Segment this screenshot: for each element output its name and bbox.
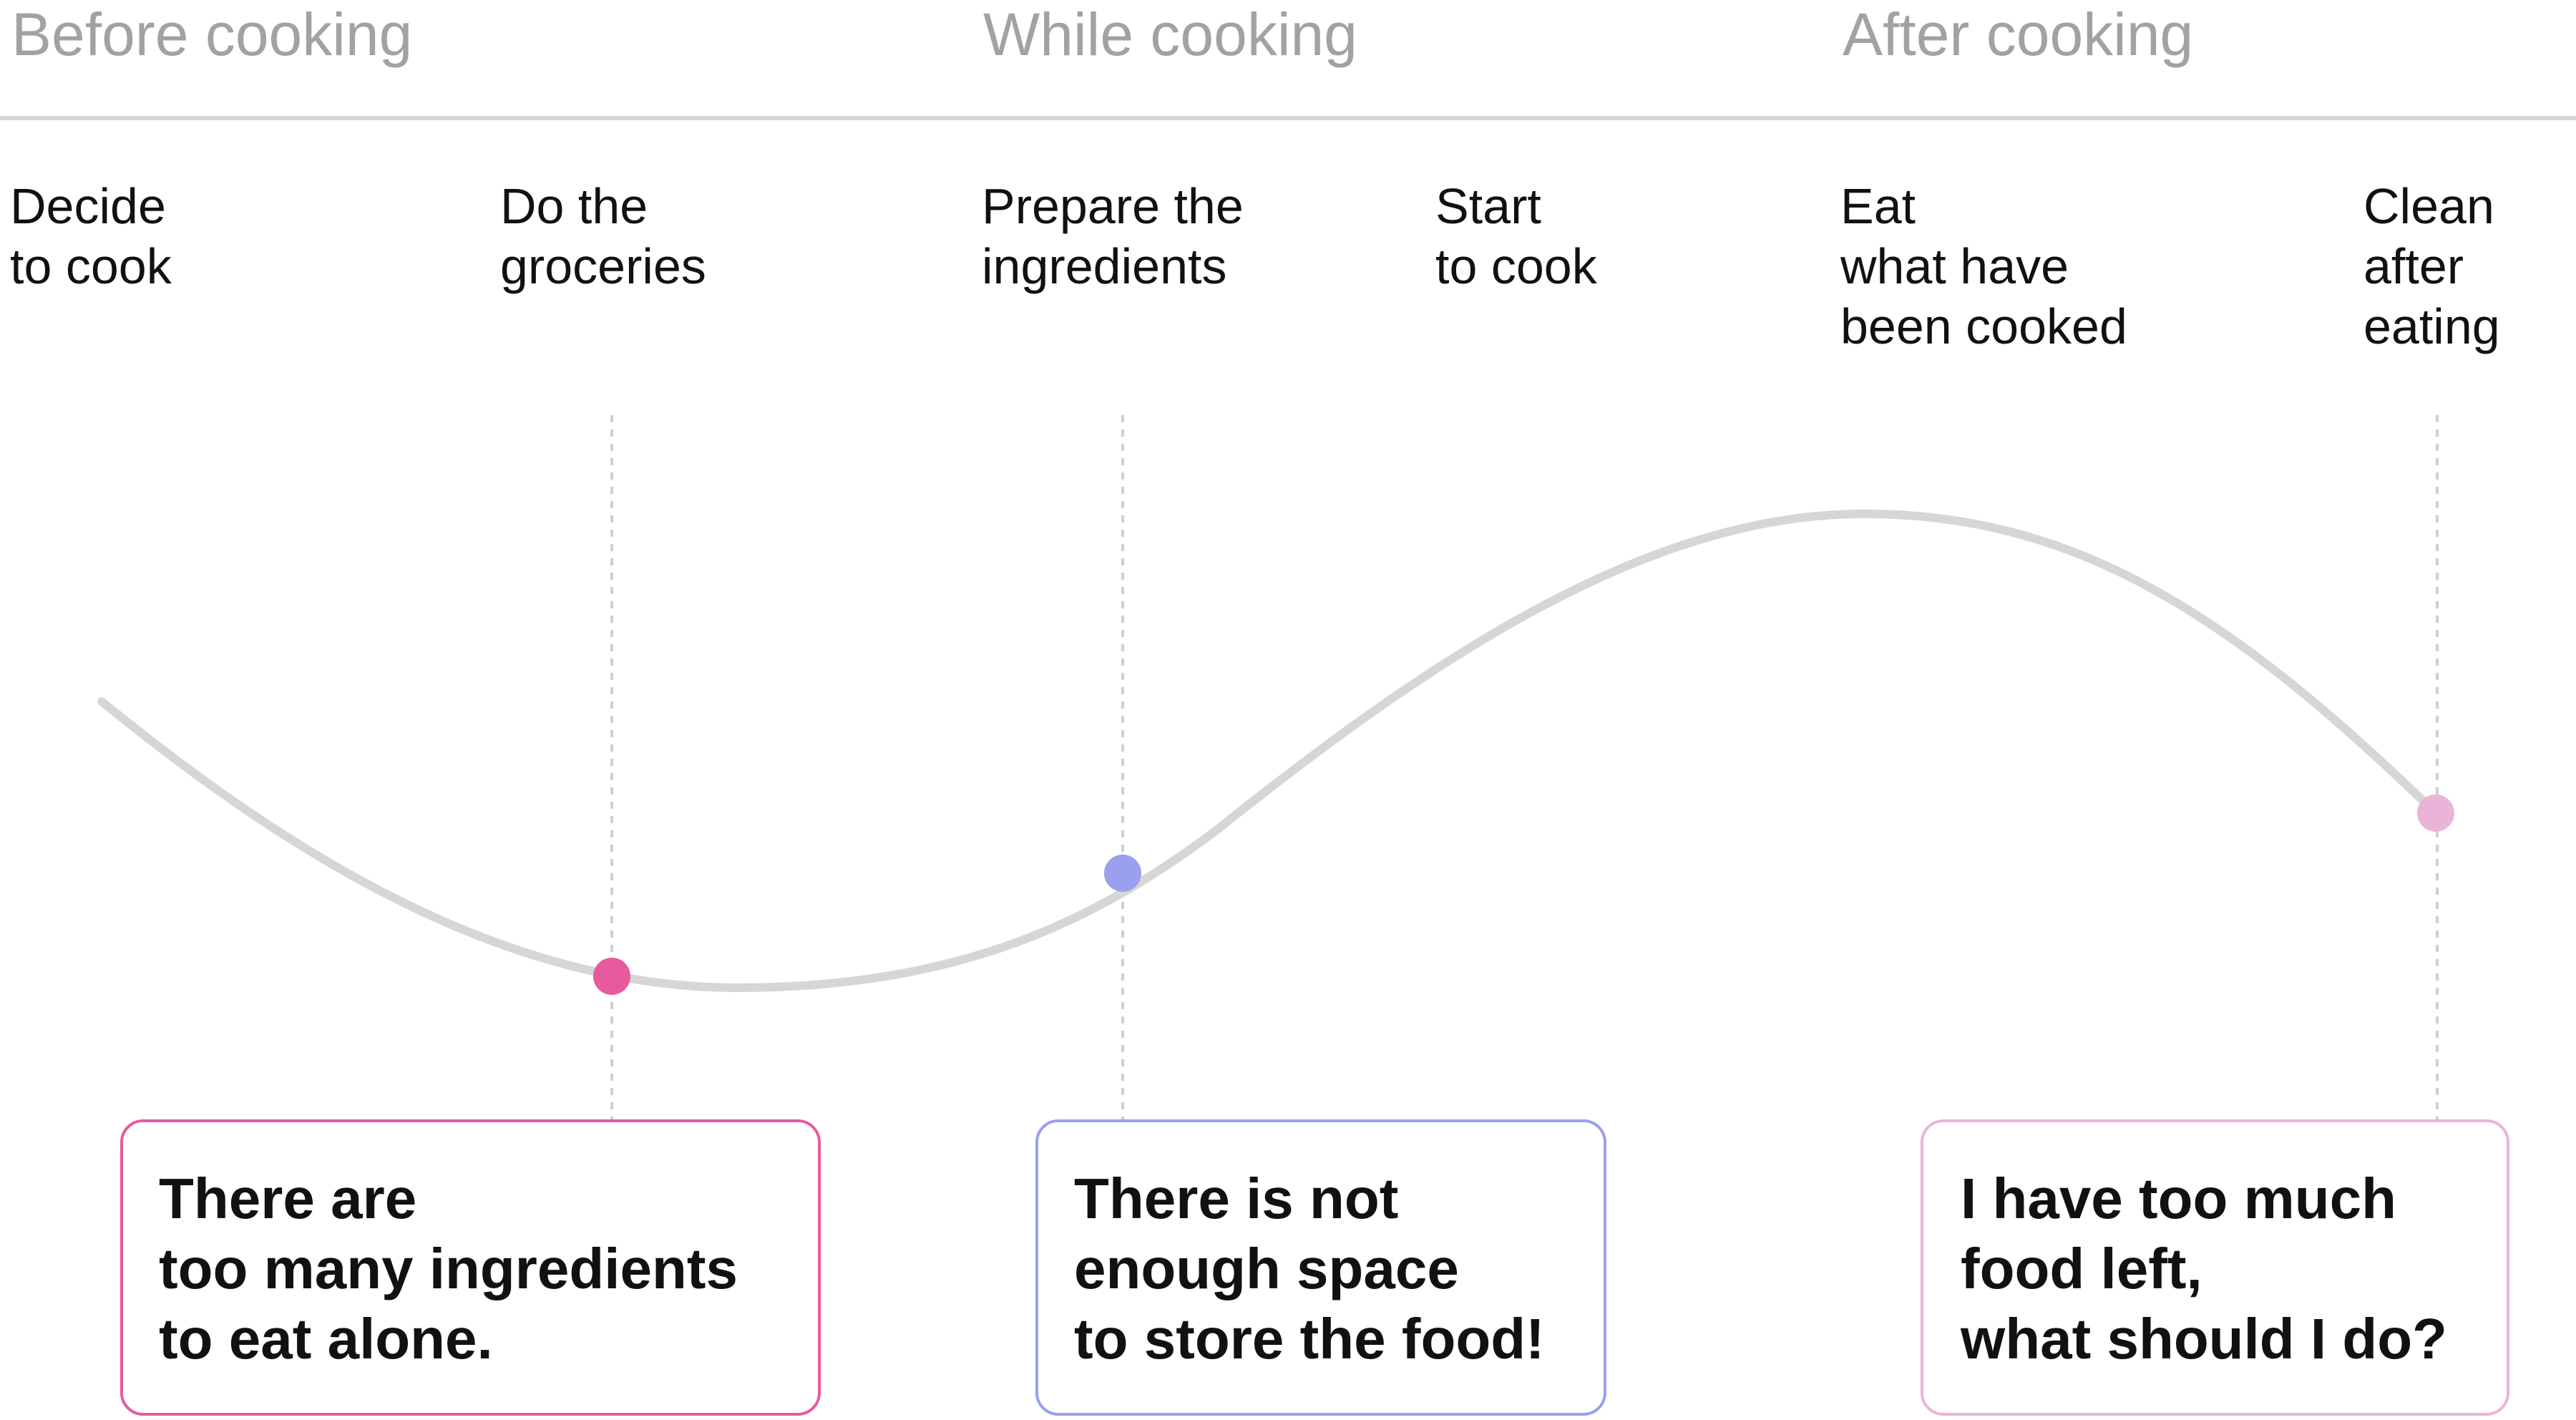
step-prepare-ingredients: Prepare the ingredients [982, 178, 1244, 294]
pain-point-card-storage-space: There is not enough space to store the f… [1035, 1119, 1606, 1416]
step-do-the-groceries: Do the groceries [500, 178, 706, 294]
pain-point-marker-clean [2417, 794, 2454, 832]
pain-point-card-too-many-ingredients: There are too many ingredients to eat al… [120, 1119, 821, 1416]
experience-curve [97, 509, 2440, 993]
step-clean-after-eating: Clean after eating [2363, 178, 2500, 354]
pain-point-marker-groceries [593, 958, 630, 995]
phase-while-cooking: While cooking [983, 1, 1357, 68]
pain-point-card-food-left: I have too much food left, what should I… [1921, 1119, 2509, 1416]
phase-before-cooking: Before cooking [11, 1, 413, 68]
step-decide-to-cook: Decide to cook [10, 178, 172, 294]
pain-point-text: I have too much food left, what should I… [1961, 1167, 2447, 1371]
step-start-to-cook: Start to cook [1435, 178, 1597, 294]
pain-point-marker-prepare [1104, 855, 1141, 892]
pain-point-text: There is not enough space to store the f… [1074, 1167, 1545, 1371]
pain-point-text: There are too many ingredients to eat al… [159, 1167, 738, 1371]
phase-after-cooking: After cooking [1843, 1, 2194, 68]
phase-divider-line [0, 116, 2576, 120]
step-eat: Eat what have been cooked [1840, 178, 2127, 354]
